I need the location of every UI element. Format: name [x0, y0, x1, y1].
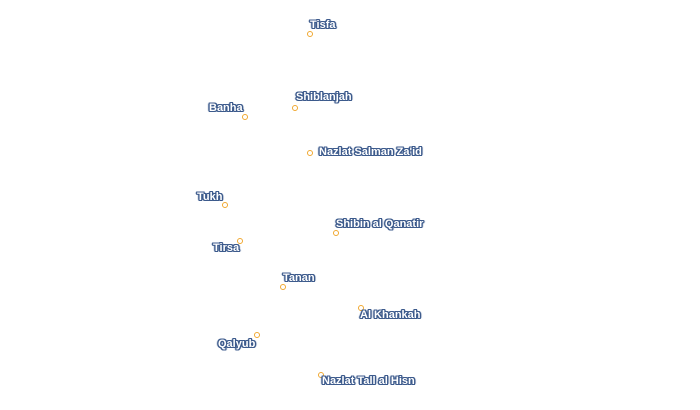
- place-label: Al Khankah: [360, 309, 421, 321]
- place-label: Tirsa: [213, 242, 240, 254]
- place-marker-icon[interactable]: [307, 31, 313, 37]
- place-label: Banha: [209, 102, 243, 114]
- place-marker-icon[interactable]: [307, 150, 313, 156]
- place-marker-icon[interactable]: [333, 230, 339, 236]
- place-marker-icon[interactable]: [292, 105, 298, 111]
- place-marker-icon[interactable]: [280, 284, 286, 290]
- place-marker-icon[interactable]: [222, 202, 228, 208]
- place-label: Nazlat Tall al Hisn: [322, 375, 415, 387]
- place-marker-icon[interactable]: [237, 238, 243, 244]
- place-marker-icon[interactable]: [318, 372, 324, 378]
- place-label: Tanan: [283, 272, 315, 284]
- place-label: Qalyub: [218, 338, 256, 350]
- place-label: Nazlat Salman Za'id: [319, 146, 422, 158]
- place-label: Tukh: [197, 191, 223, 203]
- place-label: Shibin al Qanatir: [336, 218, 424, 230]
- place-marker-icon[interactable]: [358, 305, 364, 311]
- place-marker-icon[interactable]: [242, 114, 248, 120]
- place-label: Shiblanjah: [296, 91, 352, 103]
- place-label: Tisfa: [310, 19, 336, 31]
- place-marker-icon[interactable]: [254, 332, 260, 338]
